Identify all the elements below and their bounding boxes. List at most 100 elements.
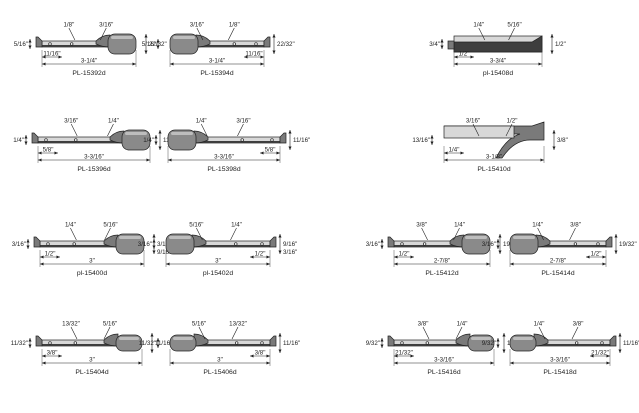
pull-part [387,333,495,352]
dimension-arrowhead [150,349,154,353]
screw-hole [425,341,429,345]
offset-dimension-label: 1/2" [459,51,470,58]
offset-dimension-label: 1/2" [399,251,410,258]
detail-dimension-label: 1/4" [65,222,76,229]
leader-line [455,326,463,340]
leader-line [505,123,513,137]
screw-hole [270,138,274,142]
dimension-arrowhead [444,151,448,155]
leader-line [70,123,78,137]
height-dimension-label: 11/16" [293,137,310,144]
offset-dimension-label: 21/32" [591,350,609,357]
dimension-arrowhead [550,50,554,54]
detail-dimension-label: 5/16" [103,321,117,328]
detail-dimension-label: 1/8" [63,22,74,29]
dimension-arrowhead [586,255,590,259]
offset-dimension-label: 11/16" [43,51,60,58]
overall-length-label: 3" [217,357,223,364]
dimension-arrowhead [590,354,594,358]
dimension-arrowhead [510,262,514,266]
screw-hole [73,341,77,345]
tail-hook [31,132,39,144]
detail-dimension-label: 3/16" [236,118,250,125]
part-number-caption: pl-15400d [77,270,107,277]
part-number-caption: pl-15408d [483,70,513,77]
mounting-bar-shadow [394,344,472,346]
mounting-bar-shadow [38,141,126,143]
leader-line [230,227,237,241]
dimension-arrowhead [266,361,270,365]
dimension-arrowhead [140,262,144,266]
overall-length-label: 3" [89,258,95,265]
mounting-bar-shadow [394,245,466,247]
screw-hole [70,42,74,46]
tail-hook [33,236,41,248]
leader-line [100,27,107,41]
dimension-arrowhead [28,338,32,342]
pull-part [167,129,287,151]
dimension-arrowhead [168,158,172,162]
detail-dimension-label: 5/16" [507,22,521,29]
dimension-arrowhead [38,151,42,155]
dimension-arrowhead [152,239,156,243]
dimension-arrowhead [430,141,434,145]
detail-dimension-label: 3/8" [416,222,427,229]
leader-line [198,326,206,340]
dimension-arrowhead [26,239,30,243]
overall-length-label: 3-1/8" [486,154,502,161]
part-drawing-pl-15398d: 3-3/16"5/8"1/4"11/16"1/4"3/16"PL-15398d [143,118,310,174]
height-dimension-label: 5/16" [142,41,156,48]
dimension-arrowhead [394,354,398,358]
dimension-arrowhead [288,146,292,150]
dimension-arrowhead [152,250,156,254]
leader-line [107,123,114,137]
dimension-arrowhead [42,55,46,59]
part-drawing-pl-15414d: 2-7/8"1/2"3/16"19/32"1/4"3/8"PL-15414d [482,222,637,278]
screw-hole [254,42,258,46]
leader-line [237,123,244,137]
screw-hole [600,341,604,345]
dimension-arrowhead [380,344,384,348]
screw-hole [232,42,236,46]
leader-line [228,27,235,41]
part-drawing-pl-15402d: 3"1/2"3/16"9/16"5/16"1/4"3/16"pl-15402d [138,222,298,278]
grip-pad-highlight [125,132,147,135]
dimension-arrowhead [144,34,148,38]
dimension-arrowhead [440,45,444,49]
leader-line [571,326,579,340]
detail-dimension-label: 1/8" [229,22,240,29]
height-dimension-label: 13/16" [412,137,430,144]
grip-pad-highlight [173,337,193,340]
detail-dimension-label: 3/16" [466,118,480,125]
tail-hook [269,335,277,347]
offset-dimension-label: 1/2" [45,251,56,258]
dimension-arrowhead [260,62,264,66]
dimension-arrowhead [496,239,500,243]
dimension-arrowhead [24,135,28,139]
overall-length-label: 3" [215,258,221,265]
dimension-arrowhead [486,262,490,266]
pull-part [169,33,271,55]
screw-hole [74,138,78,142]
leader-line [196,27,204,41]
tail-hook [447,40,455,50]
dimension-arrowhead [470,55,474,59]
dimension-arrowhead [618,349,622,353]
offset-dimension-label: 3/8" [47,350,58,357]
height-dimension-label: 9/32" [366,340,380,347]
screw-hole [596,242,600,246]
leader-line [538,326,546,340]
pull-part [169,333,277,352]
dimension-arrowhead [490,361,494,365]
tail-hook [269,236,277,248]
part-number-caption: PL-15406d [203,369,236,376]
dimension-arrowhead [380,245,384,249]
dimension-arrowhead [440,39,444,43]
detail-dimension-label: 1/4" [196,118,207,125]
screw-hole [240,138,244,142]
detail-dimension-label: 3/16" [190,22,204,29]
dimension-arrowhead [26,245,30,249]
detail-dimension-label: 1/2" [507,118,518,125]
height-dimension-label: 5/16" [14,41,28,48]
tail-hook [387,236,395,248]
